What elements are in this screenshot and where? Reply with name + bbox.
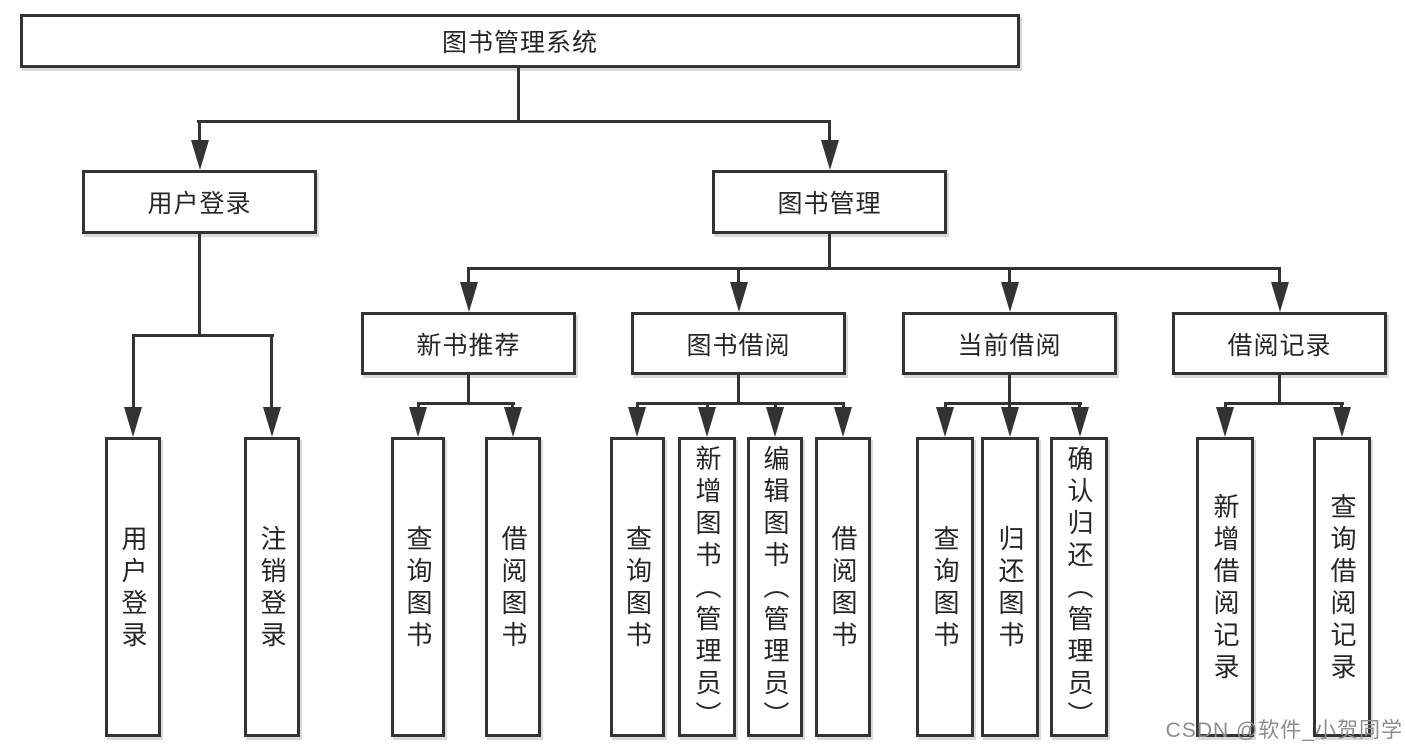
node-logout-leaf: 注销登录	[244, 437, 300, 737]
arrow-to-logout-leaf	[263, 407, 281, 437]
edge-newrec-stem	[467, 375, 470, 405]
node-bb-query-books: 查询图书	[610, 437, 665, 737]
edge-user-login-branch	[132, 334, 274, 337]
node-current-borrow: 当前借阅	[902, 312, 1117, 375]
edge-drop-bb-query	[636, 402, 639, 411]
node-user-login: 用户登录	[82, 170, 317, 234]
arrow-to-borrow-records	[1271, 282, 1289, 312]
edge-drop-cur-confirm	[1078, 402, 1081, 411]
edge-drop-cur-query	[944, 402, 947, 411]
edge-drop-rec-add	[1224, 402, 1227, 411]
arrow-to-user-login	[191, 140, 209, 170]
node-rec-query-record: 查询借阅记录	[1313, 437, 1371, 737]
node-cur-return-books: 归还图书	[981, 437, 1039, 737]
node-bb-edit-books-admin: 编辑图书（管理员）	[747, 437, 803, 737]
arrow-to-bb-edit	[766, 407, 784, 437]
edge-user-login-stem	[198, 234, 201, 337]
edge-drop-bb-edit	[774, 402, 777, 411]
edge-drop-rec-query	[1340, 402, 1343, 411]
node-bb-add-books-admin: 新增图书（管理员）	[678, 437, 736, 737]
edge-records-branch	[1224, 402, 1344, 405]
node-newrec-query-books: 查询图书	[391, 437, 445, 737]
edge-drop-newrec-query	[417, 402, 420, 411]
node-borrow-records: 借阅记录	[1172, 312, 1387, 375]
node-cur-confirm-return-admin: 确认归还（管理员）	[1050, 437, 1108, 737]
edge-root-branch	[197, 120, 831, 123]
edge-drop-bb-add	[706, 402, 709, 411]
edge-drop-new-book	[467, 267, 470, 286]
arrow-to-book-management	[821, 140, 839, 170]
arrow-to-bb-query	[628, 407, 646, 437]
arrow-to-newrec-borrow	[504, 407, 522, 437]
edge-drop-login-leaf	[132, 334, 135, 410]
edge-records-stem	[1278, 375, 1281, 405]
arrow-to-login-leaf	[124, 407, 142, 437]
arrow-to-rec-query	[1333, 407, 1351, 437]
arrow-to-book-borrow	[730, 282, 748, 312]
edge-root-stem	[517, 68, 520, 123]
edge-drop-borrow-records	[1278, 267, 1281, 286]
arrow-to-rec-add	[1216, 407, 1234, 437]
node-newrec-borrow-books: 借阅图书	[485, 437, 541, 737]
csdn-watermark: CSDN @软件_小贺同学	[1165, 719, 1403, 742]
node-book-borrow: 图书借阅	[631, 312, 846, 375]
edge-drop-bb-borrow	[842, 402, 845, 411]
edge-book-mgmt-branch	[467, 267, 1281, 270]
edge-drop-user-login	[198, 120, 201, 144]
arrow-to-current-borrow	[1001, 282, 1019, 312]
arrow-to-cur-return	[1001, 407, 1019, 437]
edge-drop-current-borrow	[1008, 267, 1011, 286]
node-bb-borrow-books: 借阅图书	[815, 437, 871, 737]
node-new-book-recommend: 新书推荐	[361, 312, 576, 375]
arrow-to-cur-confirm	[1071, 407, 1089, 437]
edge-bookborrow-branch	[636, 402, 845, 405]
arrow-to-bb-borrow	[834, 407, 852, 437]
arrow-to-cur-query	[936, 407, 954, 437]
edge-drop-newrec-borrow	[511, 402, 514, 411]
node-rec-add-record: 新增借阅记录	[1196, 437, 1254, 737]
edge-current-branch	[944, 402, 1082, 405]
edge-book-mgmt-stem	[828, 234, 831, 270]
edge-newrec-branch	[417, 402, 515, 405]
edge-drop-logout-leaf	[270, 334, 273, 410]
edge-drop-book-borrow	[737, 267, 740, 286]
edge-current-stem	[1008, 375, 1011, 405]
node-cur-query-books: 查询图书	[916, 437, 974, 737]
node-book-management: 图书管理	[712, 170, 947, 234]
arrow-to-newrec-query	[409, 407, 427, 437]
edge-bookborrow-stem	[737, 375, 740, 405]
edge-drop-book-management	[828, 120, 831, 144]
arrow-to-bb-add	[698, 407, 716, 437]
arrow-to-new-book	[460, 282, 478, 312]
node-user-login-leaf: 用户登录	[105, 437, 161, 737]
node-library-management-system: 图书管理系统	[20, 14, 1020, 68]
edge-drop-cur-return	[1008, 402, 1011, 411]
